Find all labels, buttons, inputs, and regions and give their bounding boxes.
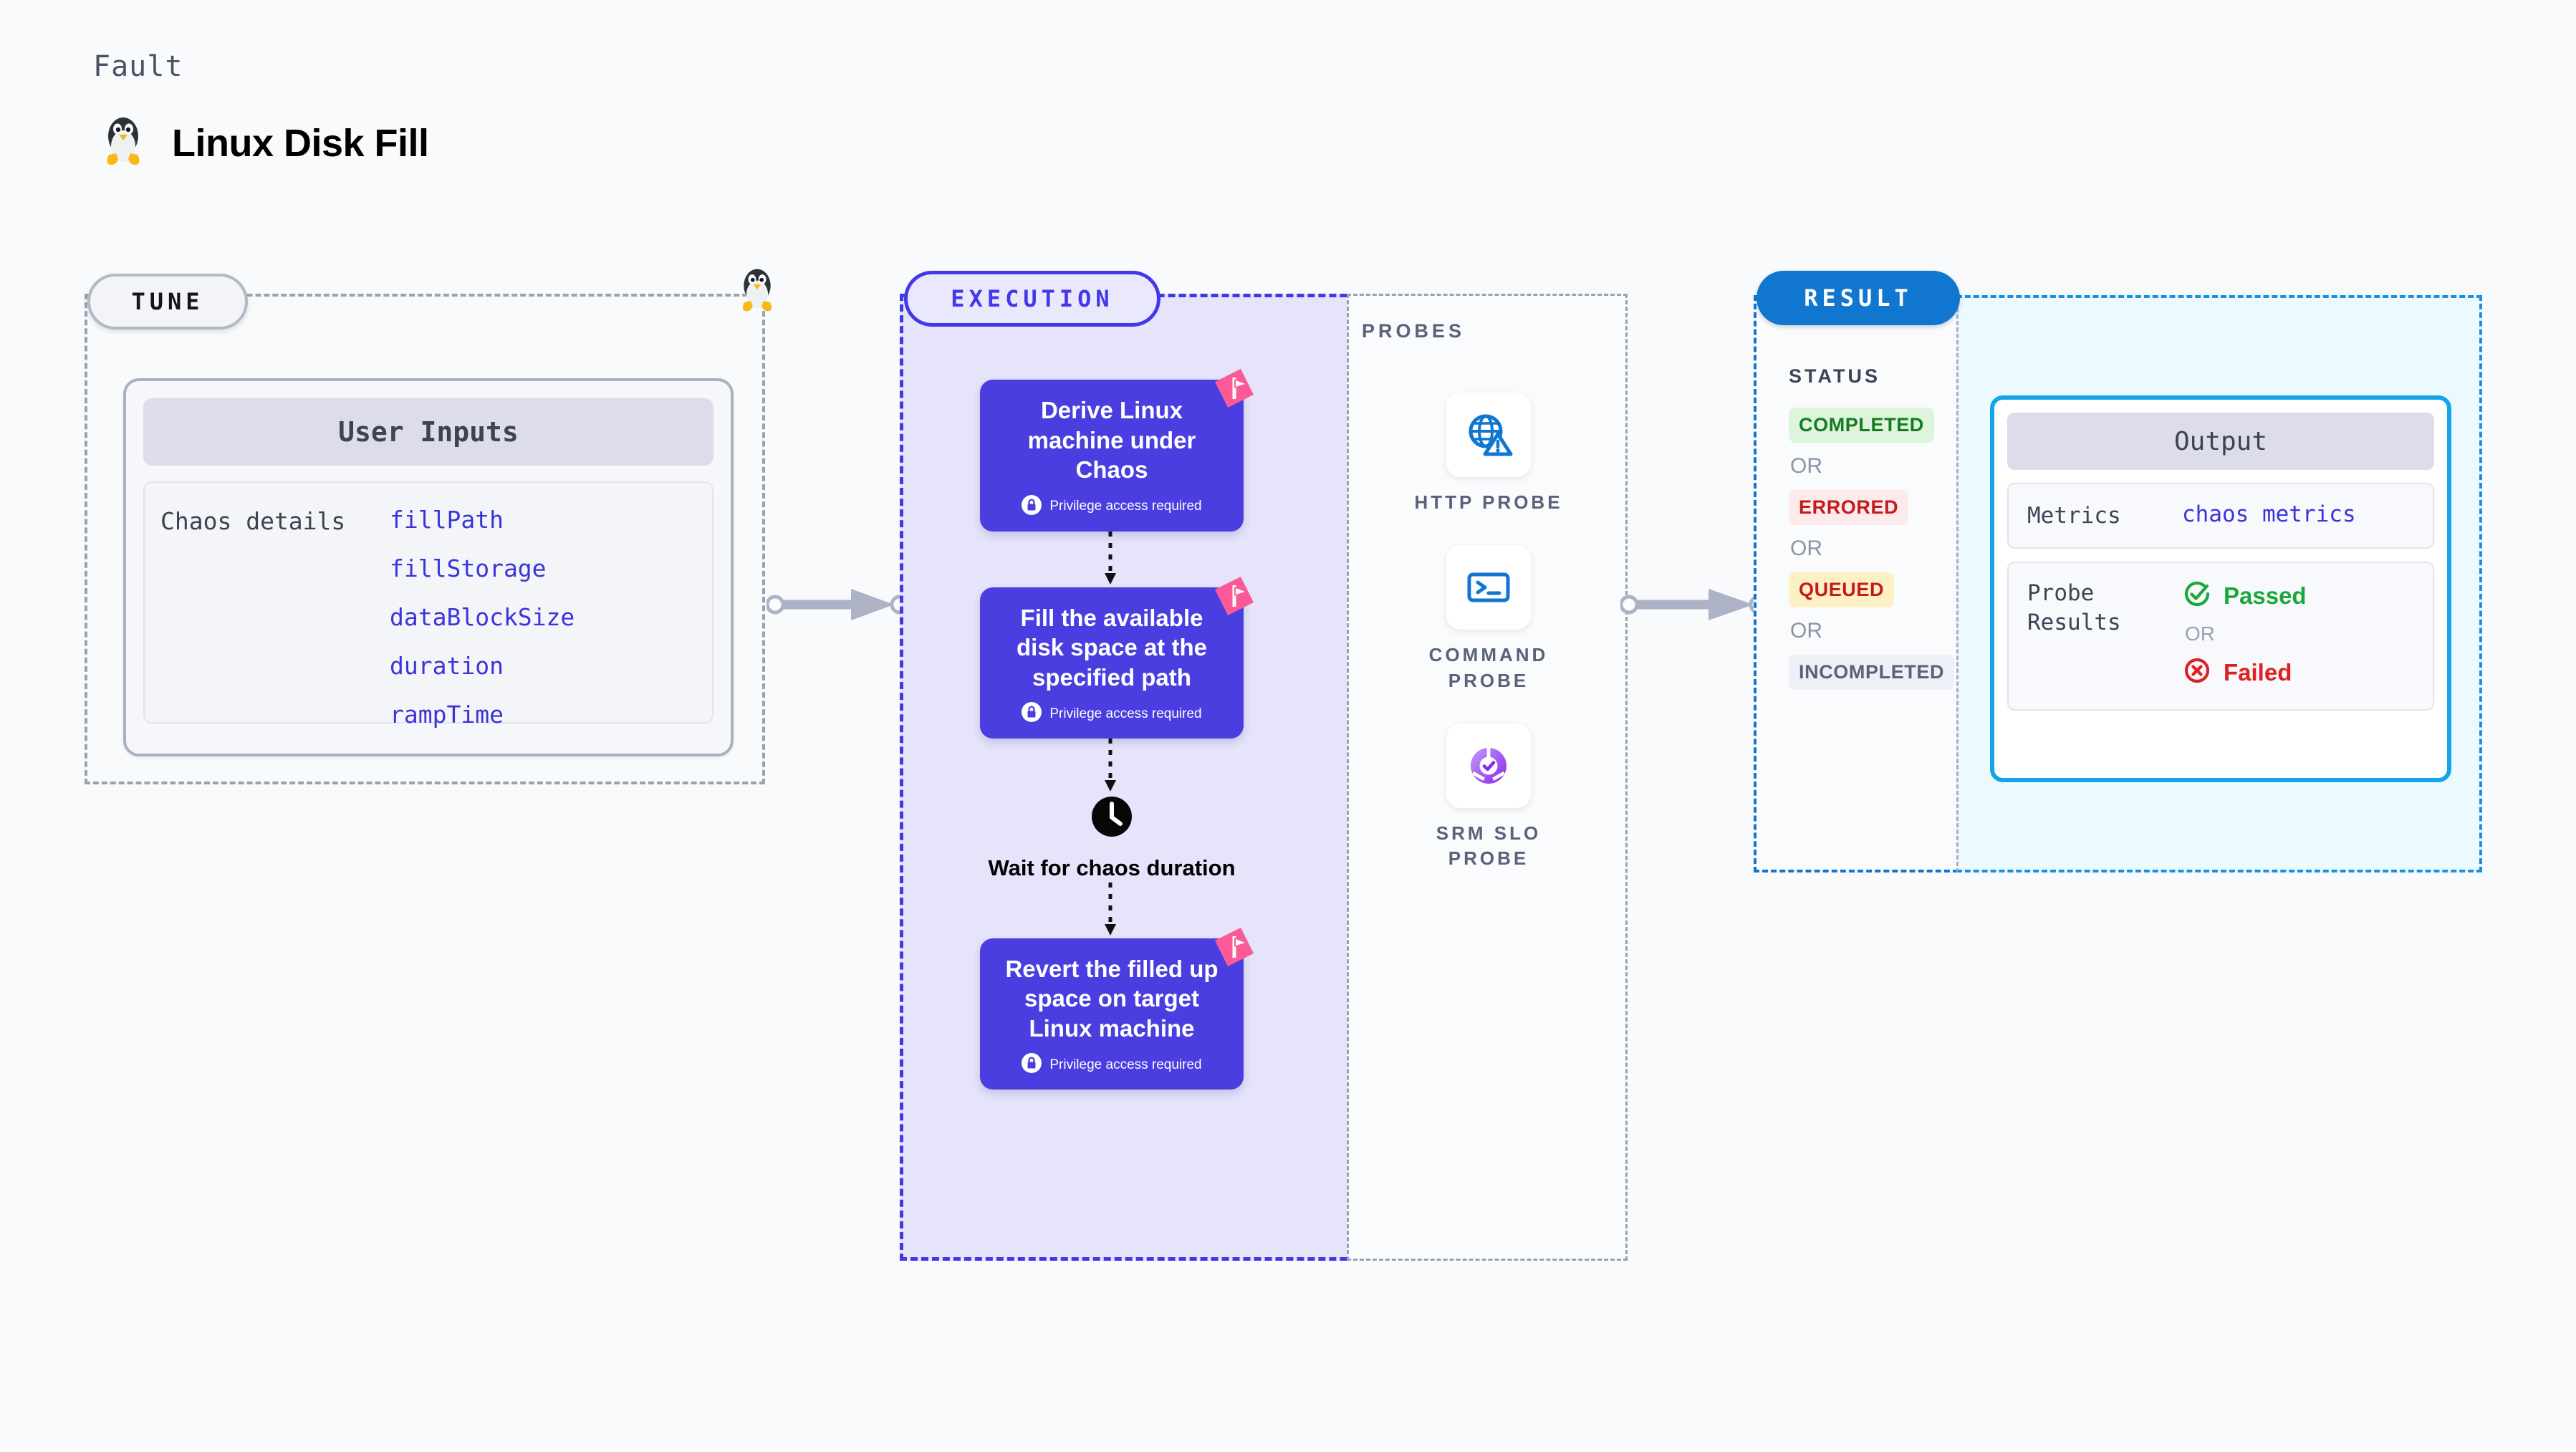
status-or-1: OR: [1790, 454, 1822, 478]
lock-icon: [1022, 494, 1042, 519]
fault-flag-icon: [1212, 366, 1256, 410]
probe-list: HTTP PROBE COMMAND PROBE: [1390, 393, 1587, 872]
connector-tune-to-execution: [765, 586, 910, 627]
chaos-details-values: fillPath fillStorage dataBlockSize durat…: [390, 506, 575, 729]
probes-label: PROBES: [1362, 320, 1466, 342]
probe-result-passed: Passed: [2182, 579, 2307, 612]
output-probe-results-row: Probe Results Passed OR: [2007, 562, 2434, 711]
status-or-3: OR: [1790, 619, 1822, 643]
connector-probes-to-result: [1619, 586, 1771, 627]
status-badge-completed: COMPLETED: [1789, 408, 1934, 443]
execution-step-1-privilege-text: Privilege access required: [1049, 499, 1202, 514]
fault-flag-icon: [1212, 574, 1256, 618]
execution-step-1[interactable]: Derive Linux machine under Chaos Privile…: [980, 369, 1254, 532]
probe-item-http[interactable]: HTTP PROBE: [1414, 393, 1562, 515]
tune-region: [85, 294, 765, 784]
probe-item-command[interactable]: COMMAND PROBE: [1429, 545, 1549, 693]
tune-edge-penguin-icon: [736, 266, 778, 317]
slo-donut-check-icon: [1446, 723, 1531, 809]
wait-node: Wait for chaos duration: [988, 794, 1236, 882]
probe-name-srm-slo: SRM SLO PROBE: [1436, 822, 1542, 870]
execution-flow: Derive Linux machine under Chaos Privile…: [980, 369, 1254, 1090]
input-duration[interactable]: duration: [390, 652, 504, 680]
flow-arrow-2: [1105, 739, 1116, 794]
user-inputs-title: User Inputs: [143, 398, 713, 466]
execution-step-3-privilege: Privilege access required: [999, 1053, 1225, 1077]
execution-step-1-title: Derive Linux machine under Chaos: [1027, 397, 1196, 484]
output-metrics-value[interactable]: chaos metrics: [2182, 501, 2356, 527]
execution-step-3-title: Revert the filled up space on target Lin…: [1005, 955, 1219, 1042]
output-metrics-key: Metrics: [2027, 503, 2121, 529]
execution-step-2-title: Fill the available disk space at the spe…: [1017, 604, 1207, 691]
execution-step-3-privilege-text: Privilege access required: [1049, 1057, 1202, 1072]
output-probe-results-values: Passed OR Failed: [2182, 579, 2307, 689]
output-metrics-row: Metrics chaos metrics: [2007, 483, 2434, 549]
execution-badge[interactable]: EXECUTION: [904, 271, 1160, 327]
lock-icon: [1022, 1053, 1042, 1077]
result-badge[interactable]: RESULT: [1756, 271, 1960, 325]
x-circle-icon: [2182, 655, 2212, 689]
output-title: Output: [2007, 413, 2434, 470]
status-badge-queued: QUEUED: [1789, 572, 1895, 607]
page-eyebrow: Fault: [93, 50, 183, 83]
execution-step-3[interactable]: Revert the filled up space on target Lin…: [980, 927, 1254, 1090]
status-column: STATUS COMPLETED OR ERRORED OR QUEUED OR…: [1789, 365, 1968, 690]
input-ramptime[interactable]: rampTime: [390, 701, 504, 729]
status-or-2: OR: [1790, 537, 1822, 560]
flow-arrow-3: [1105, 882, 1116, 938]
user-inputs-card: User Inputs Chaos details fillPath fillS…: [123, 378, 734, 756]
page-title-row: Linux Disk Fill: [100, 115, 429, 171]
wait-label: Wait for chaos duration: [988, 855, 1236, 881]
probe-result-passed-label: Passed: [2224, 582, 2307, 609]
probe-result-failed: Failed: [2182, 655, 2307, 689]
probe-result-or: OR: [2185, 622, 2215, 645]
chaos-details-key: Chaos details: [160, 507, 346, 535]
user-inputs-body: Chaos details fillPath fillStorage dataB…: [143, 481, 713, 729]
input-fillpath[interactable]: fillPath: [390, 506, 504, 534]
page-title: Linux Disk Fill: [172, 121, 429, 165]
probe-name-command: COMMAND PROBE: [1428, 644, 1549, 691]
input-datablocksize[interactable]: dataBlockSize: [390, 603, 575, 631]
probe-result-failed-label: Failed: [2224, 658, 2292, 686]
fault-flag-icon: [1212, 925, 1256, 969]
output-card: Output Metrics chaos metrics Probe Resul…: [1990, 395, 2451, 782]
probe-item-srm-slo[interactable]: SRM SLO PROBE: [1436, 723, 1541, 872]
input-fillstorage[interactable]: fillStorage: [390, 554, 547, 582]
globe-warning-icon: [1446, 393, 1531, 477]
lock-icon: [1022, 702, 1042, 726]
status-label: STATUS: [1789, 365, 1880, 387]
status-badge-incompleted: INCOMPLETED: [1789, 655, 1955, 690]
check-circle-icon: [2182, 579, 2212, 612]
status-badge-errored: ERRORED: [1789, 490, 1909, 525]
flow-arrow-1: [1105, 531, 1116, 587]
execution-step-2-privilege: Privilege access required: [999, 702, 1225, 726]
execution-step-2-privilege-text: Privilege access required: [1049, 706, 1202, 721]
probe-name-http: HTTP PROBE: [1414, 491, 1563, 513]
linux-penguin-icon: [100, 115, 146, 171]
output-probe-results-key: Probe Results: [2027, 580, 2121, 635]
clock-icon: [1090, 794, 1134, 842]
terminal-icon: [1446, 545, 1531, 630]
execution-step-2[interactable]: Fill the available disk space at the spe…: [980, 576, 1254, 739]
tune-badge[interactable]: TUNE: [87, 274, 248, 330]
execution-step-1-privilege: Privilege access required: [999, 494, 1225, 519]
